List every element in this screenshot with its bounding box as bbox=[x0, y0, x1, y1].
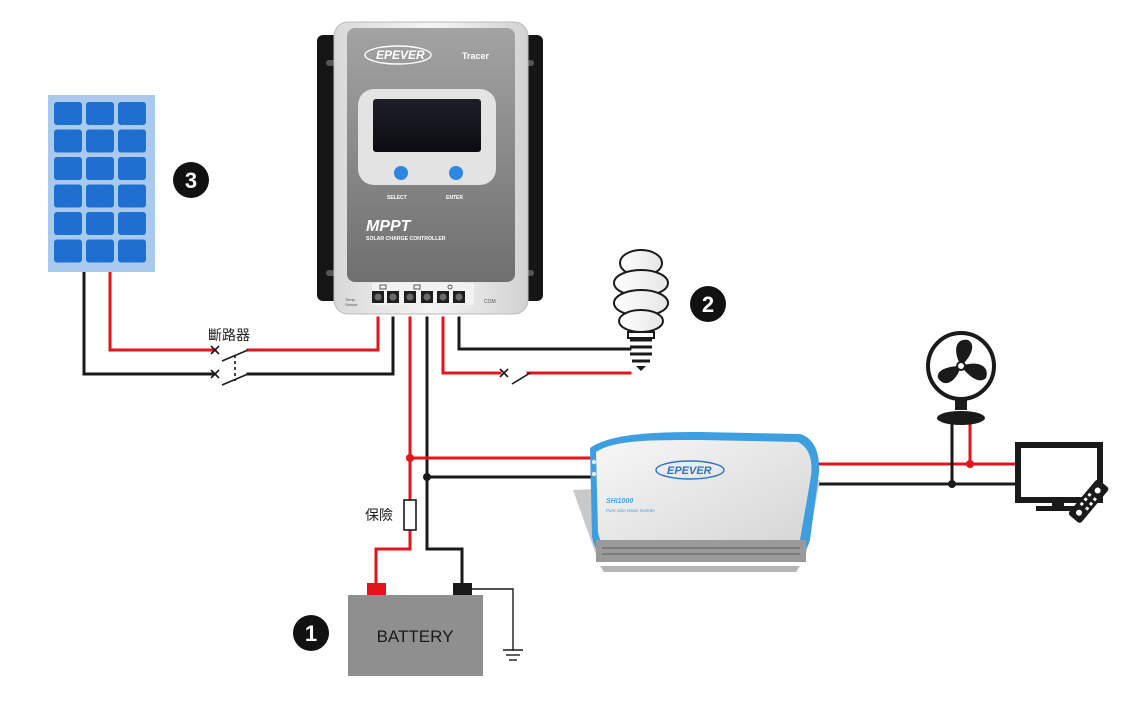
svg-text:2: 2 bbox=[702, 292, 714, 317]
panel-cell bbox=[54, 102, 82, 125]
fuse-symbol bbox=[403, 499, 417, 531]
controller-model: Tracer bbox=[462, 51, 490, 61]
panel-cell bbox=[86, 239, 114, 263]
fan bbox=[926, 331, 996, 425]
panel-negative-wire bbox=[82, 270, 217, 376]
panel-cell bbox=[118, 239, 146, 263]
com-label: COM bbox=[484, 299, 496, 305]
marker-battery: 1 bbox=[293, 615, 329, 651]
inverter-logo-icon bbox=[655, 460, 725, 480]
marker-panel: 3 bbox=[173, 162, 209, 198]
svg-text:1: 1 bbox=[305, 621, 317, 646]
ground-wire bbox=[469, 588, 514, 651]
television bbox=[1015, 442, 1109, 523]
svg-text:3: 3 bbox=[185, 168, 197, 193]
panel-cell bbox=[86, 102, 114, 125]
junction-ac-neutral bbox=[948, 480, 956, 488]
junction-positive bbox=[406, 454, 414, 462]
panel-cell bbox=[86, 157, 114, 180]
panel-cell bbox=[54, 184, 82, 208]
junction-negative bbox=[423, 473, 431, 481]
mppt-title: MPPT bbox=[366, 218, 412, 235]
panel-cell bbox=[86, 184, 114, 208]
epever-logo-icon bbox=[364, 45, 432, 65]
enter-button[interactable] bbox=[449, 166, 463, 180]
panel-positive-wire bbox=[108, 270, 217, 352]
light-bulb bbox=[613, 249, 669, 371]
enter-label: ENTER bbox=[446, 195, 463, 201]
inverter-brand: EPEVER bbox=[667, 465, 712, 477]
panel-cell bbox=[54, 239, 82, 263]
pv-positive-wire bbox=[246, 316, 380, 352]
temp-label-2: Sensor bbox=[345, 302, 358, 307]
panel-cell bbox=[86, 212, 114, 235]
remote-icon bbox=[1068, 479, 1109, 523]
panel-cell bbox=[54, 212, 82, 235]
panel-cell bbox=[118, 184, 146, 208]
marker-load: 2 bbox=[690, 286, 726, 322]
inverter: EPEVER SHI1000 Pure Sine Wave Inverter bbox=[573, 432, 820, 572]
panel-cell bbox=[86, 129, 114, 153]
inverter-subtitle: Pure Sine Wave Inverter bbox=[606, 508, 655, 513]
load-switch bbox=[499, 368, 531, 385]
load-negative-wire bbox=[457, 316, 632, 351]
ground-symbol bbox=[503, 649, 523, 661]
charge-controller: EPEVER Tracer SELECT ENTER MPPT SOLAR CH… bbox=[317, 21, 543, 315]
panel-cell bbox=[118, 129, 146, 153]
fuse-lower-wire bbox=[374, 528, 412, 587]
panel-cell bbox=[118, 157, 146, 180]
solar-panel bbox=[48, 95, 155, 272]
panel-cell bbox=[118, 102, 146, 125]
panel-cell bbox=[54, 157, 82, 180]
select-button[interactable] bbox=[394, 166, 408, 180]
battery-negative-drop bbox=[425, 475, 464, 587]
battery: BATTERY bbox=[348, 583, 483, 676]
junctions bbox=[406, 454, 974, 488]
pv-negative-wire bbox=[246, 316, 395, 376]
fuse-label: 保險 bbox=[365, 508, 393, 524]
select-label: SELECT bbox=[387, 195, 407, 201]
junction-ac-line bbox=[966, 460, 974, 468]
controller-brand: EPEVER bbox=[376, 48, 425, 62]
panel-cell bbox=[118, 212, 146, 235]
pv-breaker bbox=[210, 345, 249, 386]
wires bbox=[82, 270, 1020, 651]
battery-label: BATTERY bbox=[377, 627, 454, 646]
load-positive-wire bbox=[441, 316, 502, 375]
inverter-model: SHI1000 bbox=[606, 498, 633, 505]
temp-label-1: Temp. bbox=[345, 297, 356, 302]
controller-subtitle: SOLAR CHARGE CONTROLLER bbox=[366, 236, 446, 242]
breaker-label: 斷路器 bbox=[208, 328, 250, 344]
panel-cell bbox=[54, 129, 82, 153]
